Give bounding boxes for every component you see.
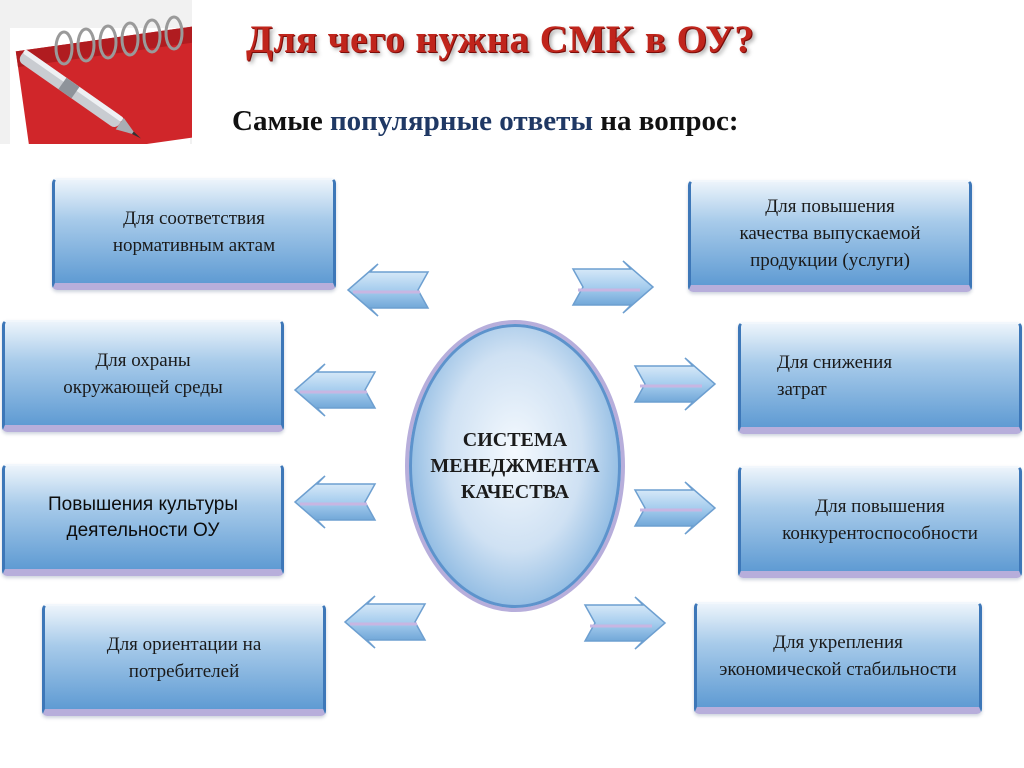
center-line-3: КАЧЕСТВА (460, 481, 570, 503)
node-right-1-line-2: качества выпускаемой (739, 223, 921, 244)
node-left-2-line-2: окружающей среды (63, 376, 223, 398)
center-ellipse: СИСТЕМА МЕНЕДЖМЕНТА КАЧЕСТВА (405, 320, 625, 612)
arrow-left-3 (294, 475, 376, 529)
center-line-1: СИСТЕМА (462, 429, 568, 451)
node-left-4: Для ориентации на потребителей (42, 604, 326, 716)
node-left-1-line-2: нормативным актам (112, 234, 276, 256)
pen-notebook-icon (0, 0, 192, 144)
node-left-1: Для соответствия нормативным актам (52, 178, 336, 290)
node-right-3-line-1: Для повышения (815, 495, 945, 517)
node-left-4-line-1: Для ориентации на (106, 633, 262, 655)
arrow-right-1 (572, 260, 654, 314)
subtitle: Самые популярные ответы на вопрос: (232, 101, 739, 141)
center-line-2: МЕНЕДЖМЕНТА (430, 455, 600, 477)
node-right-4-line-1: Для укрепления (773, 631, 903, 653)
subtitle-after: на вопрос: (593, 105, 739, 137)
node-right-1-line-1: Для повышения (765, 196, 895, 217)
node-left-1-line-1: Для соответствия (123, 207, 265, 229)
node-right-4-line-2: экономической стабильности (719, 658, 957, 680)
node-right-2-line-2: затрат (777, 378, 827, 400)
node-right-3: Для повышения конкурентоспособности (738, 466, 1022, 578)
subtitle-before: Самые (232, 105, 330, 137)
node-right-2-line-1: Для снижения (777, 351, 893, 373)
arrow-left-1 (347, 263, 429, 317)
arrow-right-4 (584, 596, 666, 650)
pen-notebook-image (0, 0, 192, 144)
node-right-4: Для укрепления экономической стабильност… (694, 602, 982, 714)
node-left-3-line-2: деятельности ОУ (66, 519, 220, 541)
node-left-4-line-2: потребителей (128, 660, 240, 682)
node-right-1-line-3: продукции (услуги) (750, 250, 910, 271)
arrow-right-2 (634, 357, 716, 411)
arrow-left-2 (294, 363, 376, 417)
subtitle-highlight: популярные ответы (329, 105, 594, 137)
arrow-left-4 (344, 595, 426, 649)
page-title: Для чего нужна СМК в ОУ? (246, 18, 755, 61)
node-left-3: Повышения культуры деятельности ОУ (2, 464, 284, 576)
node-right-3-line-2: конкурентоспособности (782, 522, 978, 544)
node-left-2-line-1: Для охраны (95, 349, 191, 371)
node-right-2: Для снижения затрат (738, 322, 1022, 434)
arrow-right-3 (634, 481, 716, 535)
node-right-1: Для повышения качества выпускаемой проду… (688, 180, 972, 292)
node-left-3-line-1: Повышения культуры (48, 493, 238, 515)
node-left-2: Для охраны окружающей среды (2, 320, 284, 432)
